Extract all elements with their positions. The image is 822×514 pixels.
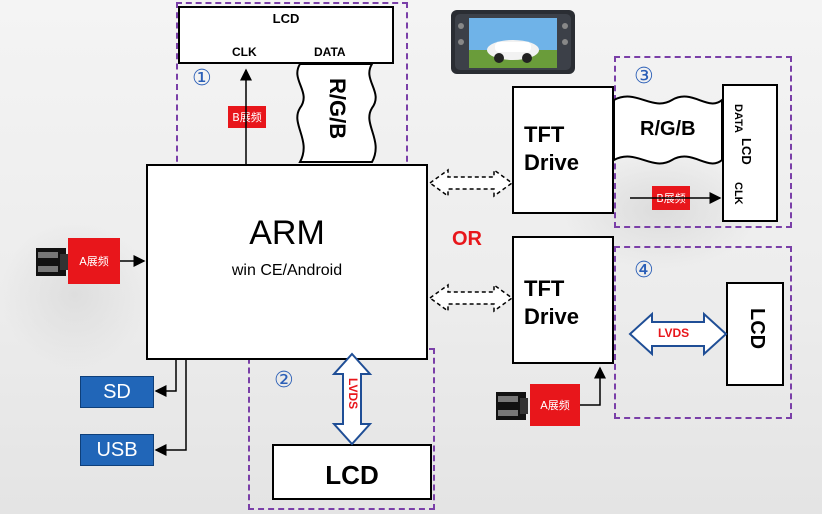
- tft-drive-top: TFT Drive: [512, 86, 614, 214]
- arm-box: ARM win CE/Android: [146, 164, 428, 360]
- sd-arrow: [154, 360, 177, 397]
- arm-title: ARM: [249, 214, 325, 252]
- tft-top-line1: TFT: [524, 122, 565, 147]
- lvds-label-horizontal: LVDS: [658, 326, 690, 340]
- bidir-arrow-top: [428, 168, 514, 198]
- lvds-label-vertical: LVDS: [346, 378, 360, 410]
- a-ext-tag-bottom: A展频: [530, 384, 580, 426]
- lcd-top: LCD CLK DATA: [178, 6, 394, 64]
- lvds-arrow-vertical: [331, 352, 373, 446]
- rgb-label-top: R/G/B: [325, 78, 350, 140]
- lcd-top-clk: CLK: [232, 45, 257, 59]
- lcd-top-title: LCD: [272, 11, 300, 26]
- sd-button: SD: [80, 376, 154, 408]
- a-ext-arrow-bottom: [580, 366, 606, 406]
- marker-4: ④: [634, 258, 654, 283]
- tft-top-line2: Drive: [524, 150, 580, 175]
- usb-button: USB: [80, 434, 154, 466]
- marker-2: ②: [274, 368, 294, 393]
- lcd-top-data: DATA: [314, 45, 346, 59]
- arm-subtitle: win CE/Android: [231, 262, 343, 279]
- or-label: OR: [452, 228, 482, 250]
- usb-arrow: [154, 360, 187, 456]
- marker-3: ③: [634, 64, 654, 89]
- lcd-bottom-title: LCD: [325, 460, 379, 490]
- lvds-arrow-horizontal: [628, 311, 728, 357]
- marker-1: ①: [192, 66, 212, 91]
- car-headunit-image: [449, 6, 577, 78]
- b-ext-tag-top: B展频: [228, 106, 266, 128]
- tft-bottom-line1: TFT: [524, 276, 565, 301]
- bidir-arrow-bottom: [428, 283, 514, 313]
- tft-drive-bottom: TFT Drive: [512, 236, 614, 364]
- tft-bottom-line2: Drive: [524, 304, 580, 329]
- connector-icon-bottom: [496, 392, 528, 420]
- rgb-ribbon-top: [296, 63, 377, 163]
- region-4: [614, 246, 792, 419]
- rgb-label-right: R/G/B: [640, 118, 696, 140]
- connector-icon-left: [36, 248, 68, 276]
- lcd-4: LCD: [726, 282, 784, 386]
- a-ext-tag-left: A展频: [68, 238, 120, 284]
- rgb-ribbon-right: [613, 95, 723, 165]
